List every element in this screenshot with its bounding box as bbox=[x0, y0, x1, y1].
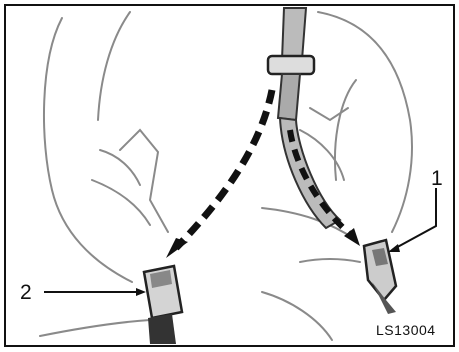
arrowhead-to-buckle-2 bbox=[166, 238, 188, 258]
buckle-2 bbox=[144, 266, 182, 344]
figure-code: LS13004 bbox=[376, 322, 436, 338]
arrowhead-to-buckle-1 bbox=[344, 228, 360, 246]
leader-arrowhead-1 bbox=[388, 244, 400, 252]
leader-arrowhead-2 bbox=[136, 288, 146, 296]
dashed-arrow-to-buckle-2 bbox=[176, 90, 272, 248]
seat-outline bbox=[40, 12, 412, 340]
shoulder-belt bbox=[268, 8, 340, 228]
callout-label-2: 2 bbox=[20, 282, 32, 303]
callout-label-1: 1 bbox=[431, 168, 443, 189]
